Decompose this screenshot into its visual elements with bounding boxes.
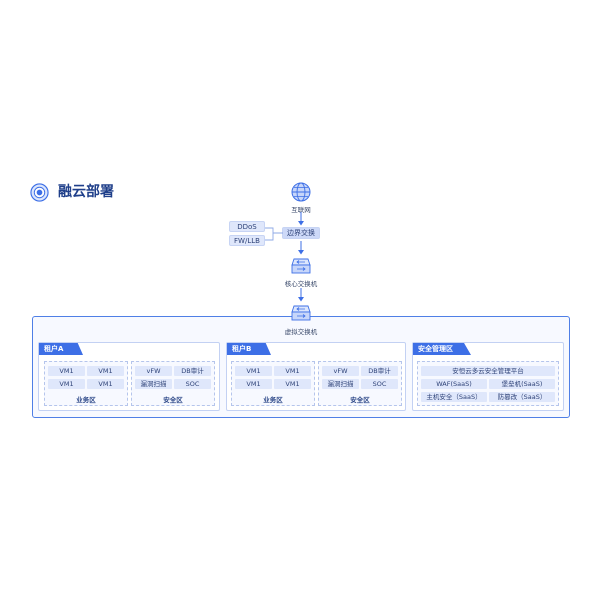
- security-cell: 漏洞扫描: [135, 379, 172, 389]
- vm-cell: VM1: [87, 379, 124, 389]
- security-cell: SOC: [361, 379, 398, 389]
- switch-icon: [291, 305, 311, 321]
- arrow-down-icon: [298, 212, 304, 226]
- tenant-b-tab: 租户B: [227, 343, 271, 355]
- border-switch-box: 边界交换: [282, 227, 320, 239]
- vm-cell: VM1: [274, 366, 311, 376]
- saas-cell: 堡垒机(SaaS): [489, 379, 555, 389]
- arrow-down-icon: [298, 241, 304, 255]
- globe-icon: [291, 182, 311, 202]
- security-zone-label: 安全区: [350, 396, 370, 404]
- vm-cell: VM1: [235, 366, 272, 376]
- target-icon: [30, 183, 49, 202]
- vm-cell: VM1: [274, 379, 311, 389]
- security-cell: DB审计: [361, 366, 398, 376]
- security-cell: 漏洞扫描: [322, 379, 359, 389]
- tenant-a-tab: 租户A: [39, 343, 83, 355]
- saas-cell: 防篡改（SaaS）: [489, 392, 555, 402]
- security-cell: SOC: [174, 379, 211, 389]
- vm-cell: VM1: [48, 366, 85, 376]
- core-switch-label: 核心交换机: [284, 280, 318, 288]
- virtual-switch-label: 虚拟交换机: [284, 328, 318, 336]
- security-cell: vFW: [322, 366, 359, 376]
- ddos-box: DDoS: [229, 221, 265, 232]
- security-mgmt-tab: 安全管理区: [413, 343, 471, 355]
- vm-cell: VM1: [235, 379, 272, 389]
- fw-llb-box: FW/LLB: [229, 235, 265, 246]
- security-zone-label: 安全区: [163, 396, 183, 404]
- page-title: 融云部署: [58, 184, 114, 200]
- business-zone-label: 业务区: [263, 396, 283, 404]
- security-cell: vFW: [135, 366, 172, 376]
- switch-icon: [291, 258, 311, 274]
- vm-cell: VM1: [48, 379, 85, 389]
- connector-line: [265, 227, 283, 241]
- saas-cell: 主机安全（SaaS）: [421, 392, 487, 402]
- security-cell: DB审计: [174, 366, 211, 376]
- arrow-down-icon: [298, 288, 304, 302]
- business-zone-label: 业务区: [76, 396, 96, 404]
- saas-cell: WAF(SaaS): [421, 379, 487, 389]
- platform-cell: 安恒云多云安全管理平台: [421, 366, 555, 376]
- vm-cell: VM1: [87, 366, 124, 376]
- internet-label: 互联网: [291, 206, 311, 214]
